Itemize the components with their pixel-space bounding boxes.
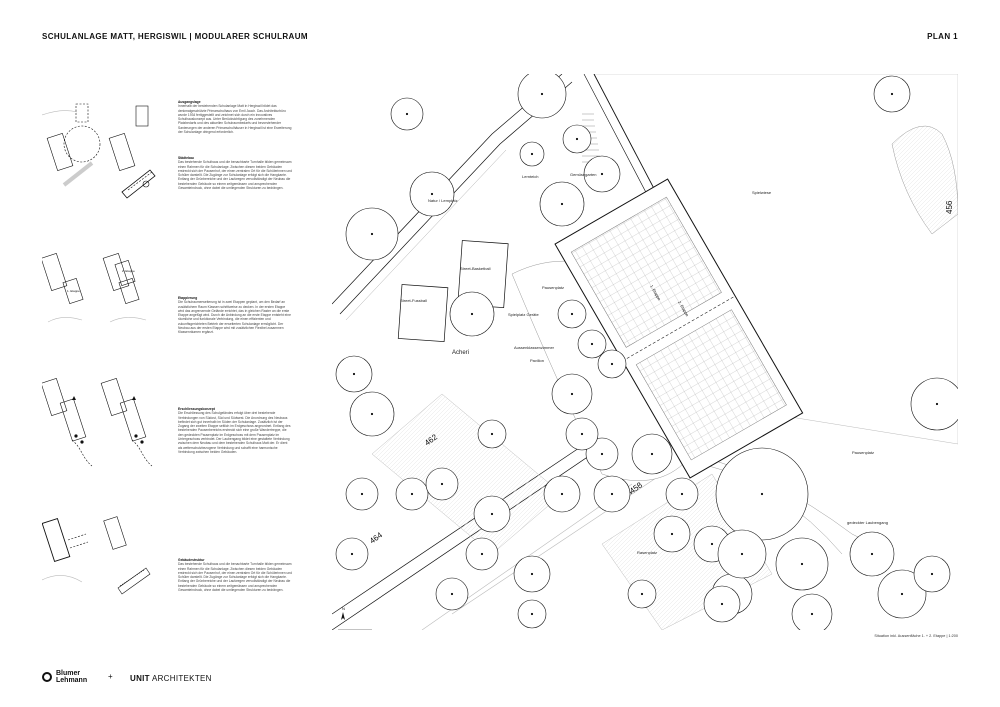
diagram-gebaeudestruktur xyxy=(42,500,158,600)
text-staedtebau: Städtebau Das bestehende Schulhaus und d… xyxy=(178,156,292,190)
heading-erschliessung: Erschliessungskonzept xyxy=(178,407,215,411)
tree-trunk xyxy=(670,532,674,536)
tree-trunk xyxy=(800,562,804,566)
blumer-lehmann-logo-icon xyxy=(42,672,52,682)
tree-trunk xyxy=(575,137,579,141)
tree-trunk xyxy=(650,452,654,456)
label-etappe-2: 2. Etappe xyxy=(122,269,135,273)
label-spielplatz: Spielplatz Geräte xyxy=(508,312,539,317)
tree-trunk xyxy=(760,492,764,496)
tree-trunk xyxy=(480,552,484,556)
diagram-ausgangslage-staedtebau xyxy=(42,100,158,200)
tree-trunk xyxy=(570,312,574,316)
heading-staedtebau: Städtebau xyxy=(178,156,194,160)
label-street-basketball: Street-Basketball xyxy=(460,266,491,271)
logo-unit-architekten: UNIT ARCHITEKTEN xyxy=(130,674,212,683)
label-acheri: Acheri xyxy=(452,350,469,356)
label-laubengang: gedeckter Laubengang xyxy=(847,520,888,525)
label-etappe-1: 1. Etappe xyxy=(67,289,80,293)
tree-trunk xyxy=(640,592,644,596)
tree-trunk xyxy=(680,492,684,496)
tree-trunk xyxy=(405,112,409,116)
contour-458: 458 xyxy=(628,480,645,495)
tree-trunk xyxy=(710,542,714,546)
body-ausgangslage: Innerhalb der bestehenden Schulanlage Ma… xyxy=(178,104,292,135)
contour-464: 464 xyxy=(368,530,385,545)
tree-trunk xyxy=(540,92,544,96)
tree-trunk xyxy=(600,452,604,456)
label-gemuesegarten: Gemüsegarten xyxy=(570,172,596,177)
label-spielwiese: Spielwiese xyxy=(752,190,772,195)
tree-trunk xyxy=(370,412,374,416)
tree-trunk xyxy=(870,552,874,556)
north-arrow-icon: N xyxy=(341,606,345,620)
label-rasenplatz: Rasenplatz xyxy=(637,550,657,555)
site-plan: 462 458 464 456 Street-Basketball Street… xyxy=(332,74,958,630)
tree-trunk xyxy=(450,592,454,596)
heading-etappierung: Etappierung xyxy=(178,296,198,300)
tree-canopy xyxy=(517,74,567,119)
document-title: SCHULANLAGE MATT, HERGISWIL | MODULARER … xyxy=(42,32,308,41)
tree-trunk xyxy=(530,612,534,616)
label-pausenplatz-center: Pausenplatz xyxy=(542,285,564,290)
tree-trunk xyxy=(560,202,564,206)
label-naturlernplatz: Natur / Lernplatz xyxy=(428,198,458,203)
tree-trunk xyxy=(580,432,584,436)
logo-blumer-lehmann: Blumer Lehmann xyxy=(42,670,98,684)
diagram-etappierung: 1. Etappe 2. Etappe xyxy=(42,240,158,340)
tree-trunk xyxy=(570,392,574,396)
contour-456: 456 xyxy=(945,200,954,214)
tree-trunk xyxy=(900,592,904,596)
tree-trunk xyxy=(352,372,356,376)
label-pavillon: Pavillon xyxy=(530,358,544,363)
tree-trunk xyxy=(350,552,354,556)
tree-trunk xyxy=(440,482,444,486)
tree-trunk xyxy=(560,492,564,496)
tree-trunk xyxy=(530,152,534,156)
text-erschliessung: Erschliessungskonzept Die Erschliessung … xyxy=(178,407,292,454)
tree-trunk xyxy=(490,432,494,436)
label-street-fussball: Street-Fussball xyxy=(400,298,427,303)
body-erschliessung: Die Erschliessung des Schulgeländes erfo… xyxy=(178,411,291,454)
heading-ausgangslage: Ausgangslage xyxy=(178,100,201,104)
tree-trunk xyxy=(600,172,604,176)
tree-trunk xyxy=(370,232,374,236)
tree-trunk xyxy=(610,362,614,366)
diagram-erschliessung xyxy=(42,370,158,470)
tree-trunk xyxy=(810,612,814,616)
tree-trunk xyxy=(410,492,414,496)
tree-trunk xyxy=(935,402,939,406)
label-lernteich: Lernteich xyxy=(522,174,538,179)
tree-trunk xyxy=(430,192,434,196)
label-aussenklassenzimmer: Aussenklassenzimmer xyxy=(514,345,555,350)
text-etappierung: Etappierung Die Schulraumerweiterung ist… xyxy=(178,296,292,335)
body-staedtebau: Das bestehende Schulhaus und die benachb… xyxy=(178,160,292,191)
plan-caption: Situation inkl. Aussenfläche 1. + 2. Eta… xyxy=(874,634,958,638)
tree-trunk xyxy=(530,572,534,576)
text-ausgangslage: Ausgangslage Innerhalb der bestehenden S… xyxy=(178,100,292,134)
tree-trunk xyxy=(490,512,494,516)
tree-trunk xyxy=(890,92,894,96)
svg-text:N: N xyxy=(342,606,345,611)
tree-trunk xyxy=(930,572,934,576)
plan-number: PLAN 1 xyxy=(927,32,958,41)
tree-trunk xyxy=(740,552,744,556)
logo-plus: + xyxy=(108,672,113,681)
tree-canopy xyxy=(910,377,958,431)
heading-gebaeudestruktur: Gebäudestruktur xyxy=(178,558,205,562)
tree-trunk xyxy=(470,312,474,316)
tree-trunk xyxy=(360,492,364,496)
body-gebaeudestruktur: Das bestehende Schulhaus und die benachb… xyxy=(178,562,292,593)
label-pausenplatz-east: Pausenplatz xyxy=(852,450,874,455)
tree-trunk xyxy=(610,492,614,496)
tree-trunk xyxy=(720,602,724,606)
body-etappierung: Die Schulraumerweiterung ist in zwei Eta… xyxy=(178,300,291,335)
tree-canopy xyxy=(791,593,833,630)
tree-trunk xyxy=(590,342,594,346)
text-gebaeudestruktur: Gebäudestruktur Das bestehende Schulhaus… xyxy=(178,558,292,592)
